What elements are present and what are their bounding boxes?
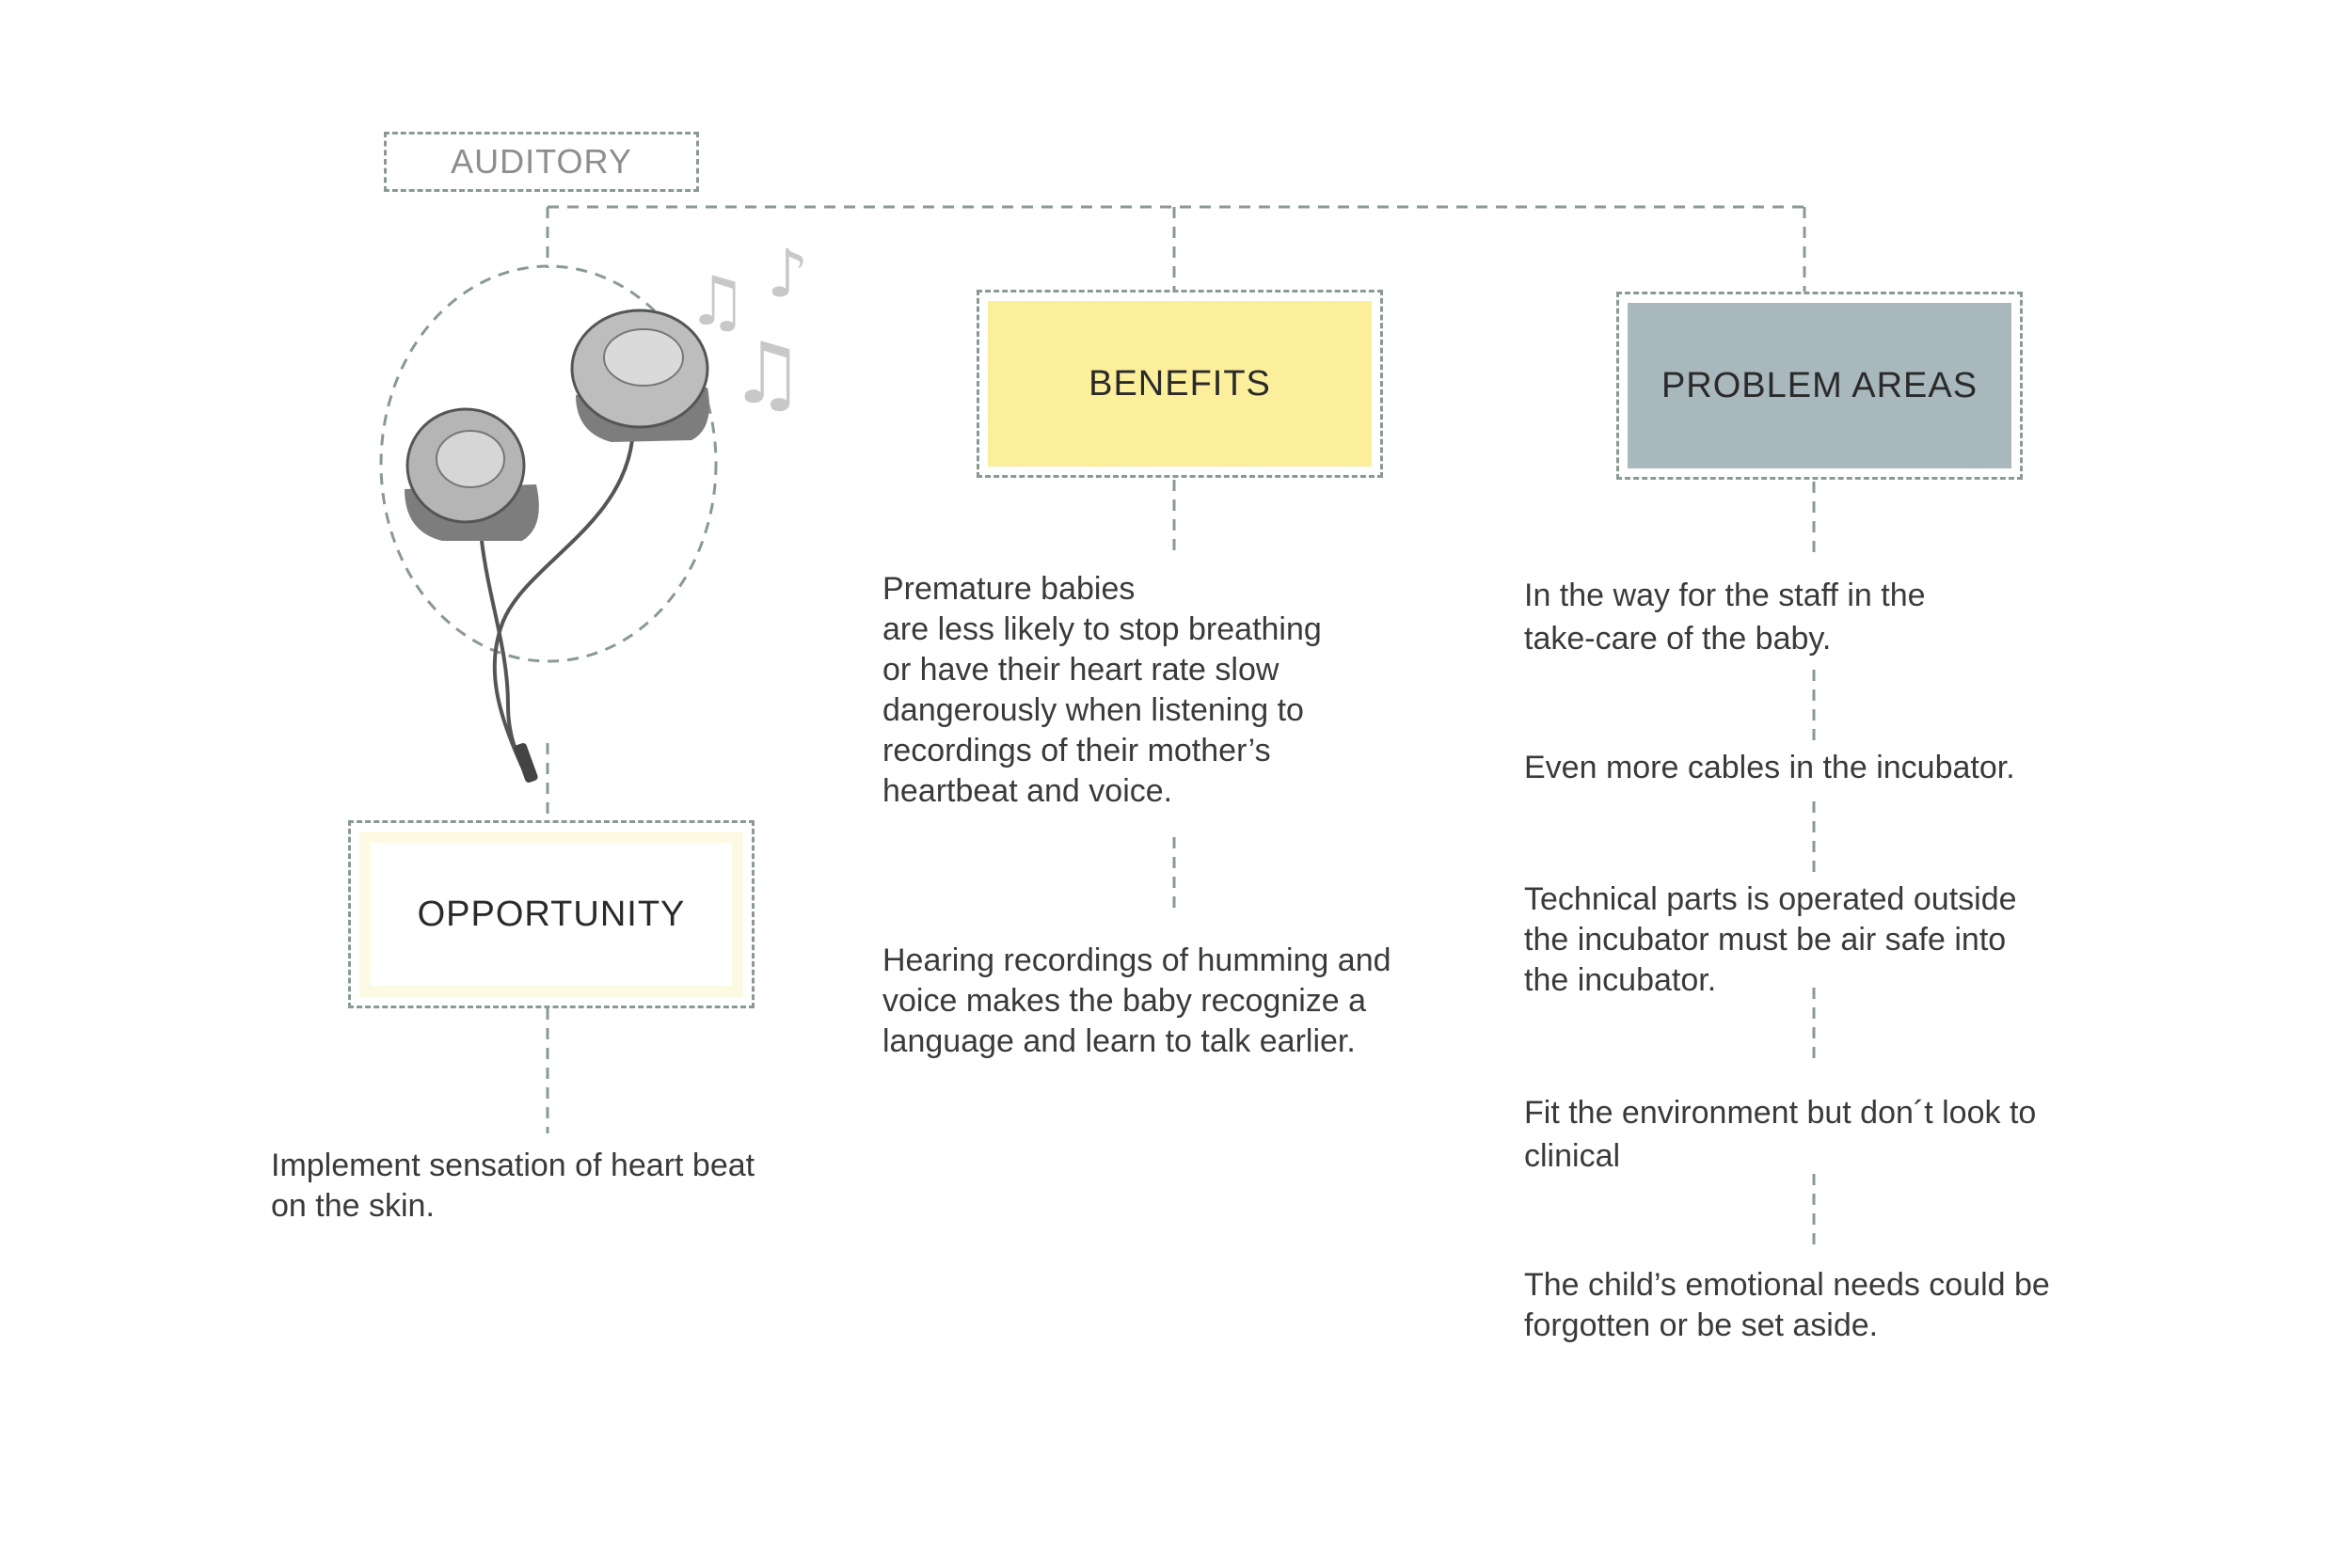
opportunity-description: Implement sensation of heart beat on the… [271, 1148, 755, 1224]
opportunity-label: OPPORTUNITY [417, 894, 686, 934]
opportunity-frame [359, 832, 743, 997]
problem-text-1: In the way for the staff in the take-car… [1524, 578, 1926, 657]
problem-text-5: The child’s emotional needs could be for… [1524, 1267, 2050, 1343]
problem-text-2: Even more cables in the incubator. [1524, 750, 2015, 785]
problem-areas-box [1616, 292, 2023, 480]
benefits-box [977, 290, 1383, 478]
auditory-box [384, 132, 699, 192]
earphones-icon [405, 309, 709, 784]
problem-text-3: Technical parts is operated outside the … [1524, 881, 2017, 998]
music-note-icon: ♫ [729, 325, 805, 423]
problem-areas-label: PROBLEM AREAS [1628, 303, 2011, 468]
opportunity-box [348, 820, 755, 1008]
benefits-label: BENEFITS [988, 301, 1372, 467]
music-note-icon: ♫ [687, 261, 748, 341]
auditory-label: AUDITORY [451, 142, 632, 181]
benefit-text-2: Hearing recordings of humming and voice … [882, 942, 1391, 1059]
illustration-ellipse [379, 264, 718, 663]
problem-text-4: Fit the environment but don´t look to cl… [1524, 1095, 2037, 1174]
music-note-icon: ♪ [767, 235, 809, 312]
benefit-text-1: Premature babies are less likely to stop… [882, 571, 1322, 809]
